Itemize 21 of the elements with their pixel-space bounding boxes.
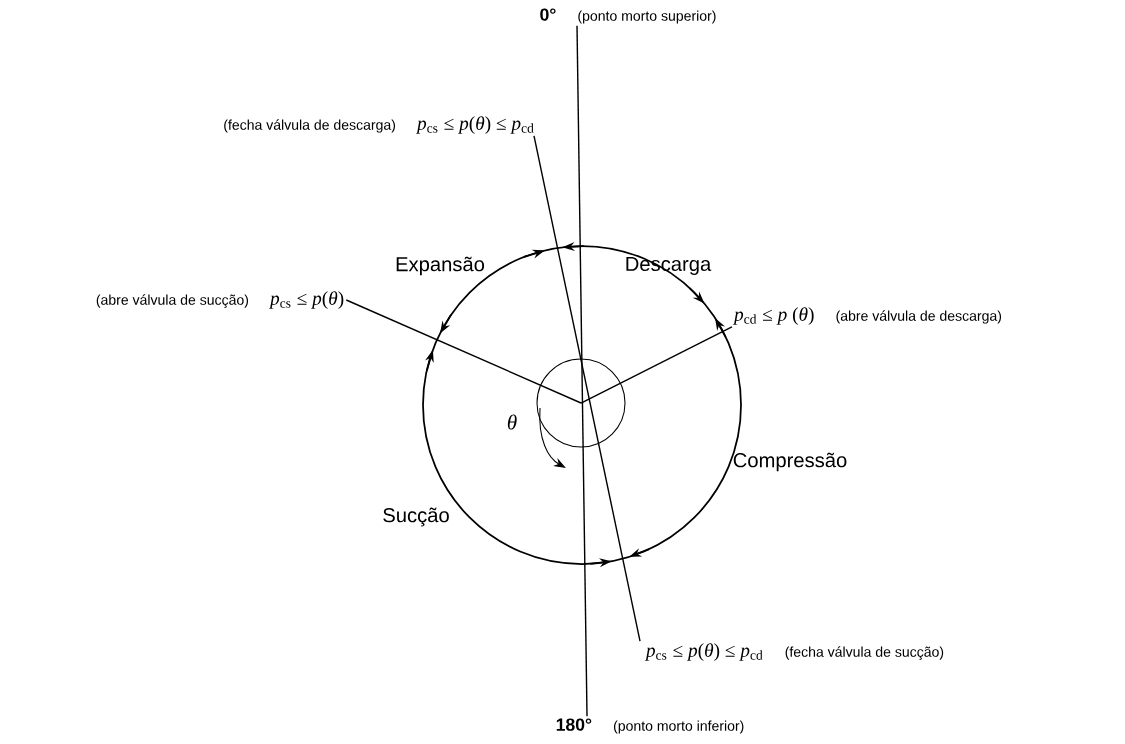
angle-symbol: θ xyxy=(507,414,517,430)
phase-label: Compressão xyxy=(733,452,847,472)
leader-line xyxy=(576,25,588,717)
valve-note: (fecha válvula de descarga) xyxy=(224,119,396,133)
pressure-condition: p$_{cs}$ ≤ p(θ) xyxy=(268,291,344,309)
leader-line xyxy=(580,326,733,404)
pressure-condition: p$_{cd}$ ≤ p (θ) xyxy=(732,307,814,325)
valve-note: (ponto morto inferior) xyxy=(614,720,744,734)
leader-line xyxy=(533,135,641,642)
pressure-condition: p$_{cs}$ ≤ p(θ) ≤ p$_{cd}$ xyxy=(644,643,763,661)
inner-circle xyxy=(536,358,626,448)
valve-note: (abre válvula de descarga) xyxy=(836,310,1002,324)
leader-line xyxy=(345,299,582,404)
pressure-condition: p$_{cs}$ ≤ p(θ) ≤ p$_{cd}$ xyxy=(415,116,534,134)
phase-label: Sucção xyxy=(383,507,449,527)
angle-label: 0° xyxy=(540,8,556,21)
valve-note: (ponto morto superior) xyxy=(578,10,716,24)
valve-note: (fecha válvula de sucção) xyxy=(785,646,944,660)
angle-label: 180° xyxy=(556,718,592,731)
valve-note: (abre válvula de sucção) xyxy=(96,294,249,308)
phase-label: Expansão xyxy=(396,256,485,276)
